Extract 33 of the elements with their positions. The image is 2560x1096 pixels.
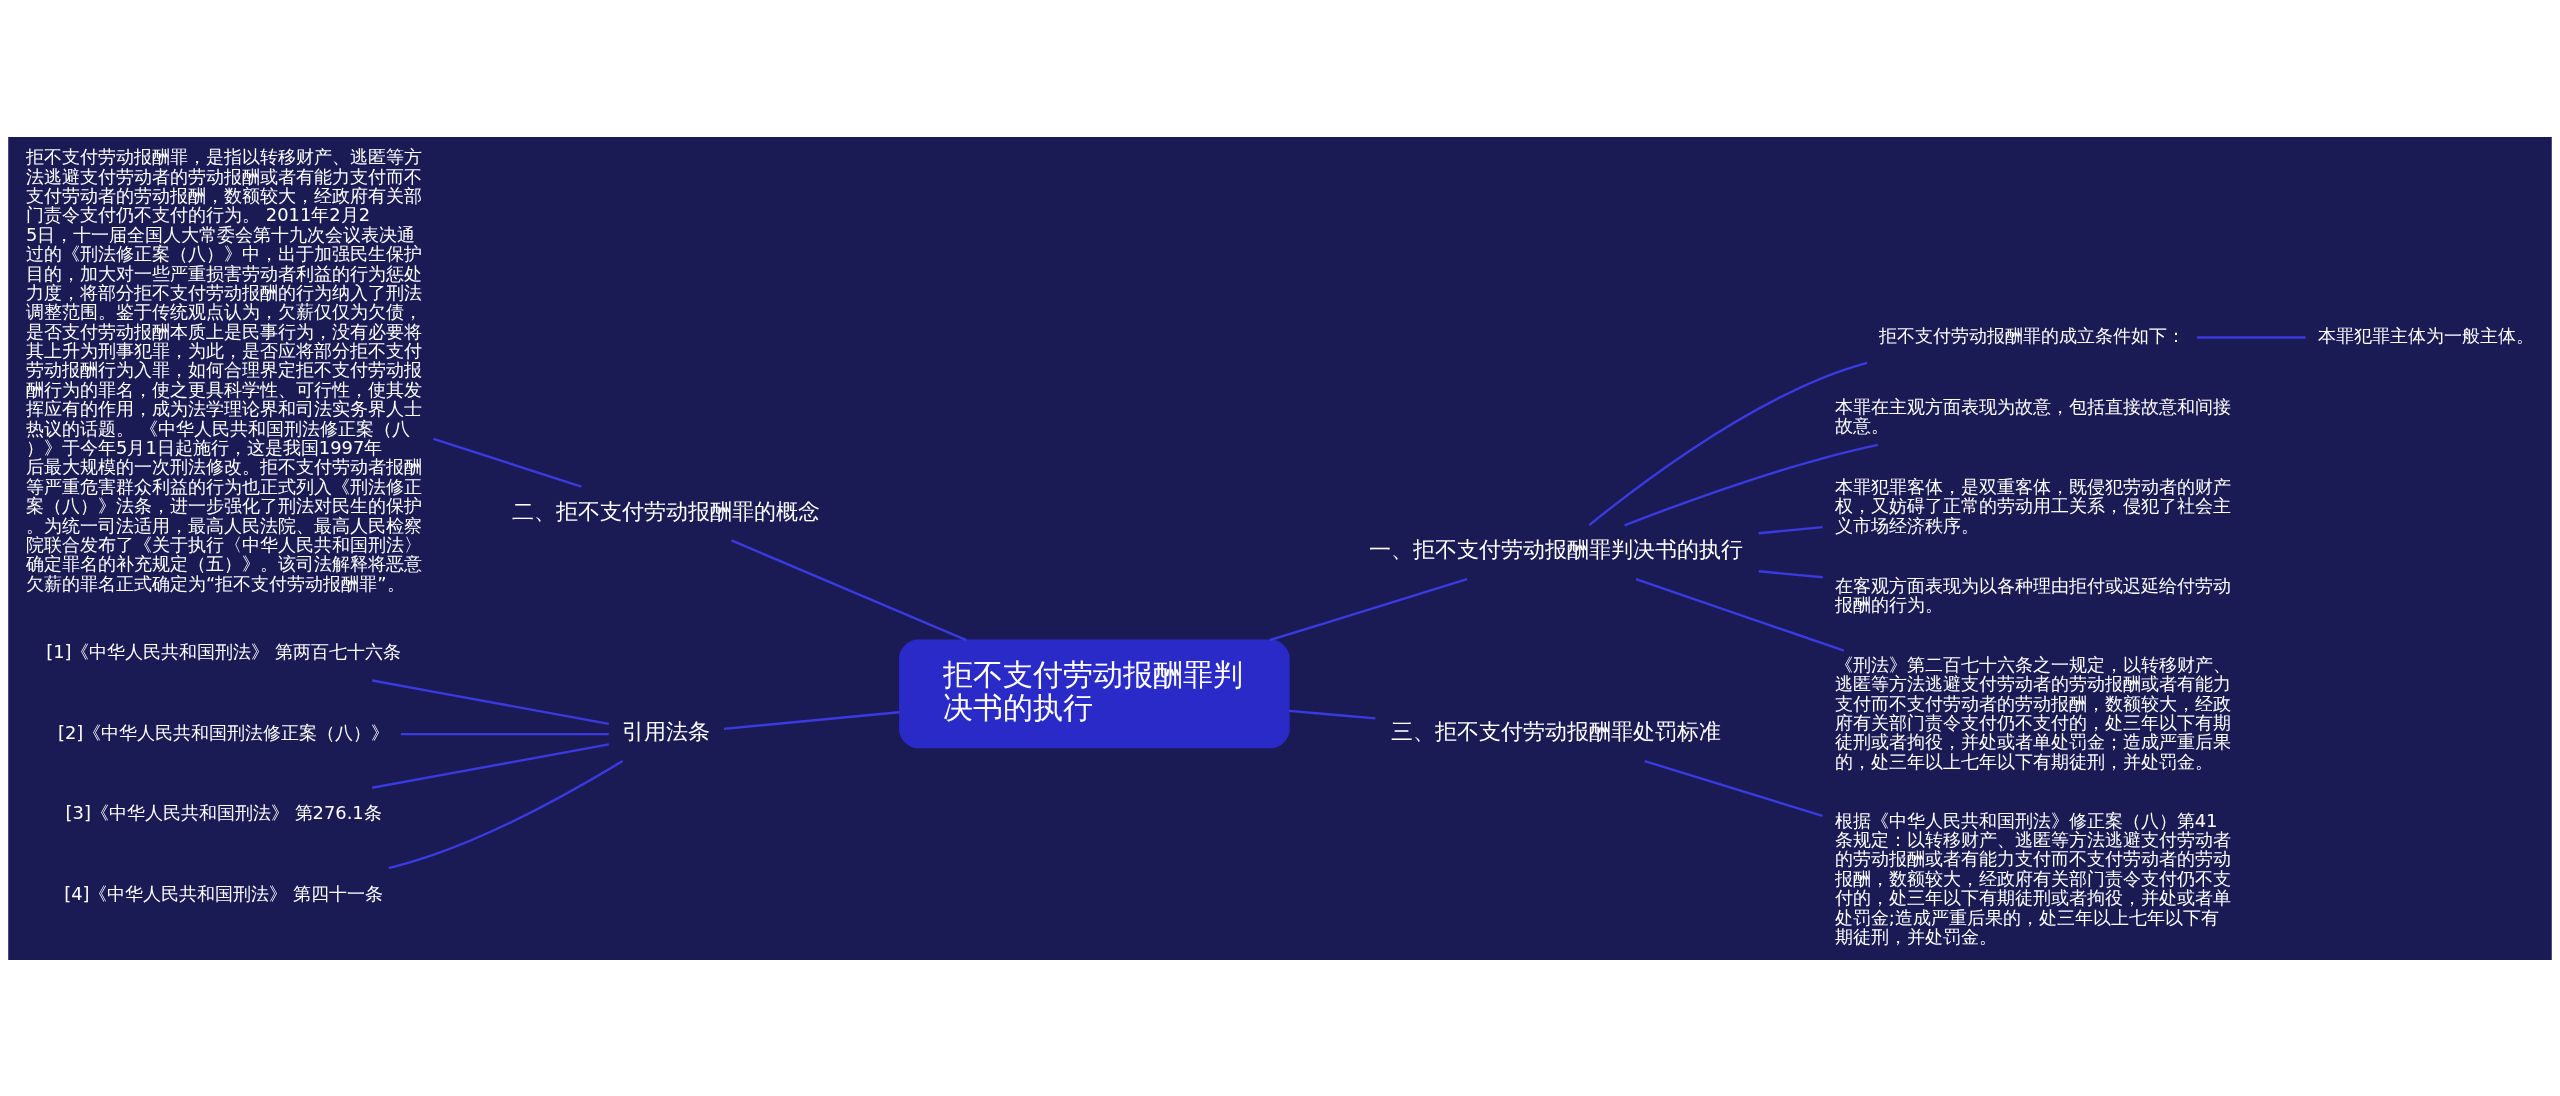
node-text: [1]《中华人民共和国刑法》 第两百七十六条 — [46, 640, 402, 662]
node-text: 拒不支付劳动报酬罪的成立条件如下： — [1879, 324, 2186, 346]
node-text: [3]《中华人民共和国刑法》 第276.1条 — [65, 801, 382, 823]
node-box: 拒不支付劳动报酬罪判决书的执行 — [899, 638, 1290, 748]
connector — [1758, 569, 1823, 578]
node-text: 《刑法》第二百七十六条之一规定，以转移财产、逃匿等方法逃避支付劳动者的劳动报酬或者有能力支付而不支付劳动者的劳动报酬，数额较大，经政府有关部门责令支付仍不支付的，处三年以下有期徒刑或者拘役，并处或者单处罚金；造成严重后果的，处三年以上七年以下有期徒刑，并处罚金。 — [1834, 653, 2231, 772]
node-text: 引用法条 — [622, 717, 711, 744]
connector — [2197, 335, 2306, 339]
node-text: 本罪在主观方面表现为故意，包括直接故意和间接故意。 — [1834, 395, 2231, 436]
node-text: [4]《中华人民共和国刑法》 第四十一条 — [64, 882, 384, 904]
connector — [400, 732, 609, 735]
node-text: [2]《中华人民共和国刑法修正案（八）》 — [58, 721, 390, 743]
connector — [433, 437, 582, 488]
node-text: 二、拒不支付劳动报酬罪的概念 — [512, 497, 821, 524]
connector — [1588, 361, 1868, 526]
node-text: 一、拒不支付劳动报酬罪判决书的执行 — [1368, 535, 1743, 562]
node-text: 拒不支付劳动报酬罪，是指以转移财产、逃匿等方法逃避支付劳动者的劳动报酬或者有能力支付而不支付劳动者的劳动报酬，数额较大，经政府有关部门责令支付仍不支付的行为。 2011年2月25日，十一届全国人大常委会第十九次会议表决通过的《刑法修正案（八）》中，出于加强民生保护目的，加大对一些严重损害劳动者利益的行为惩处力度，将部分拒不支付劳动报酬的行为纳入了刑法调整范围。鉴于传统观点认为，欠薪仅仅为欠债，是否支付劳动报酬本质上是民事行为，没有必要将其上升为刑事犯罪，为此，是否应将部分拒不支付劳动报酬行为入罪，如何合理界定拒不支付劳动报酬行为的罪名，使之更具科学性、可行性，使其发挥应有的作用，成为法学理论界和司法实务界人士热议的话题。 《中华人民共和国刑法修正案（八）》于今年5月1日起施行，这是我国1997年后最大规模的一次刑法修改。拒不支付劳动者报酬等严重危害群众利益的行为也正式列入《刑法修正案（八）》法条，进一步强化了刑法对民生的保护。为统一司法适用，最高人民法院、最高人民检察院联合发布了《关于执行〈中华人民共和国刑法〉确定罪名的补充规定（五）》。该司法解释将恶意欠薪的罪名正式确定为“拒不支付劳动报酬罪”。 — [26, 145, 423, 594]
connector — [1644, 759, 1823, 817]
connector — [1288, 709, 1376, 720]
connector — [388, 759, 624, 869]
connector — [723, 710, 900, 730]
connector — [372, 678, 610, 725]
connector — [731, 538, 967, 641]
node-text: 本罪犯罪主体为一般主体。 — [2317, 324, 2534, 346]
connector — [1758, 525, 1823, 534]
connector — [1635, 577, 1845, 652]
node-text: 在客观方面表现为以各种理由拒付或迟延给付劳动报酬的行为。 — [1834, 574, 2231, 615]
connector — [1269, 577, 1468, 641]
connector — [372, 742, 610, 789]
node-text: 本罪犯罪客体，是双重客体，既侵犯劳动者的财产权，又妨碍了正常的劳动用工关系，侵犯了社会主义市场经济秩序。 — [1834, 475, 2231, 535]
node-text: 三、拒不支付劳动报酬罪处罚标准 — [1390, 717, 1721, 744]
connector — [1624, 443, 1879, 526]
node-text: 根据《中华人民共和国刑法》修正案（八）第41条规定：以转移财产、逃匿等方法逃避支付劳动者的劳动报酬或者有能力支付而不支付劳动者的劳动报酬，数额较大，经政府有关部门责令支付仍不支付的，处三年以下有期徒刑或者拘役，并处或者单处罚金;造成严重后果的，处三年以上七年以下有期徒刑，并处罚金。 — [1834, 809, 2231, 947]
